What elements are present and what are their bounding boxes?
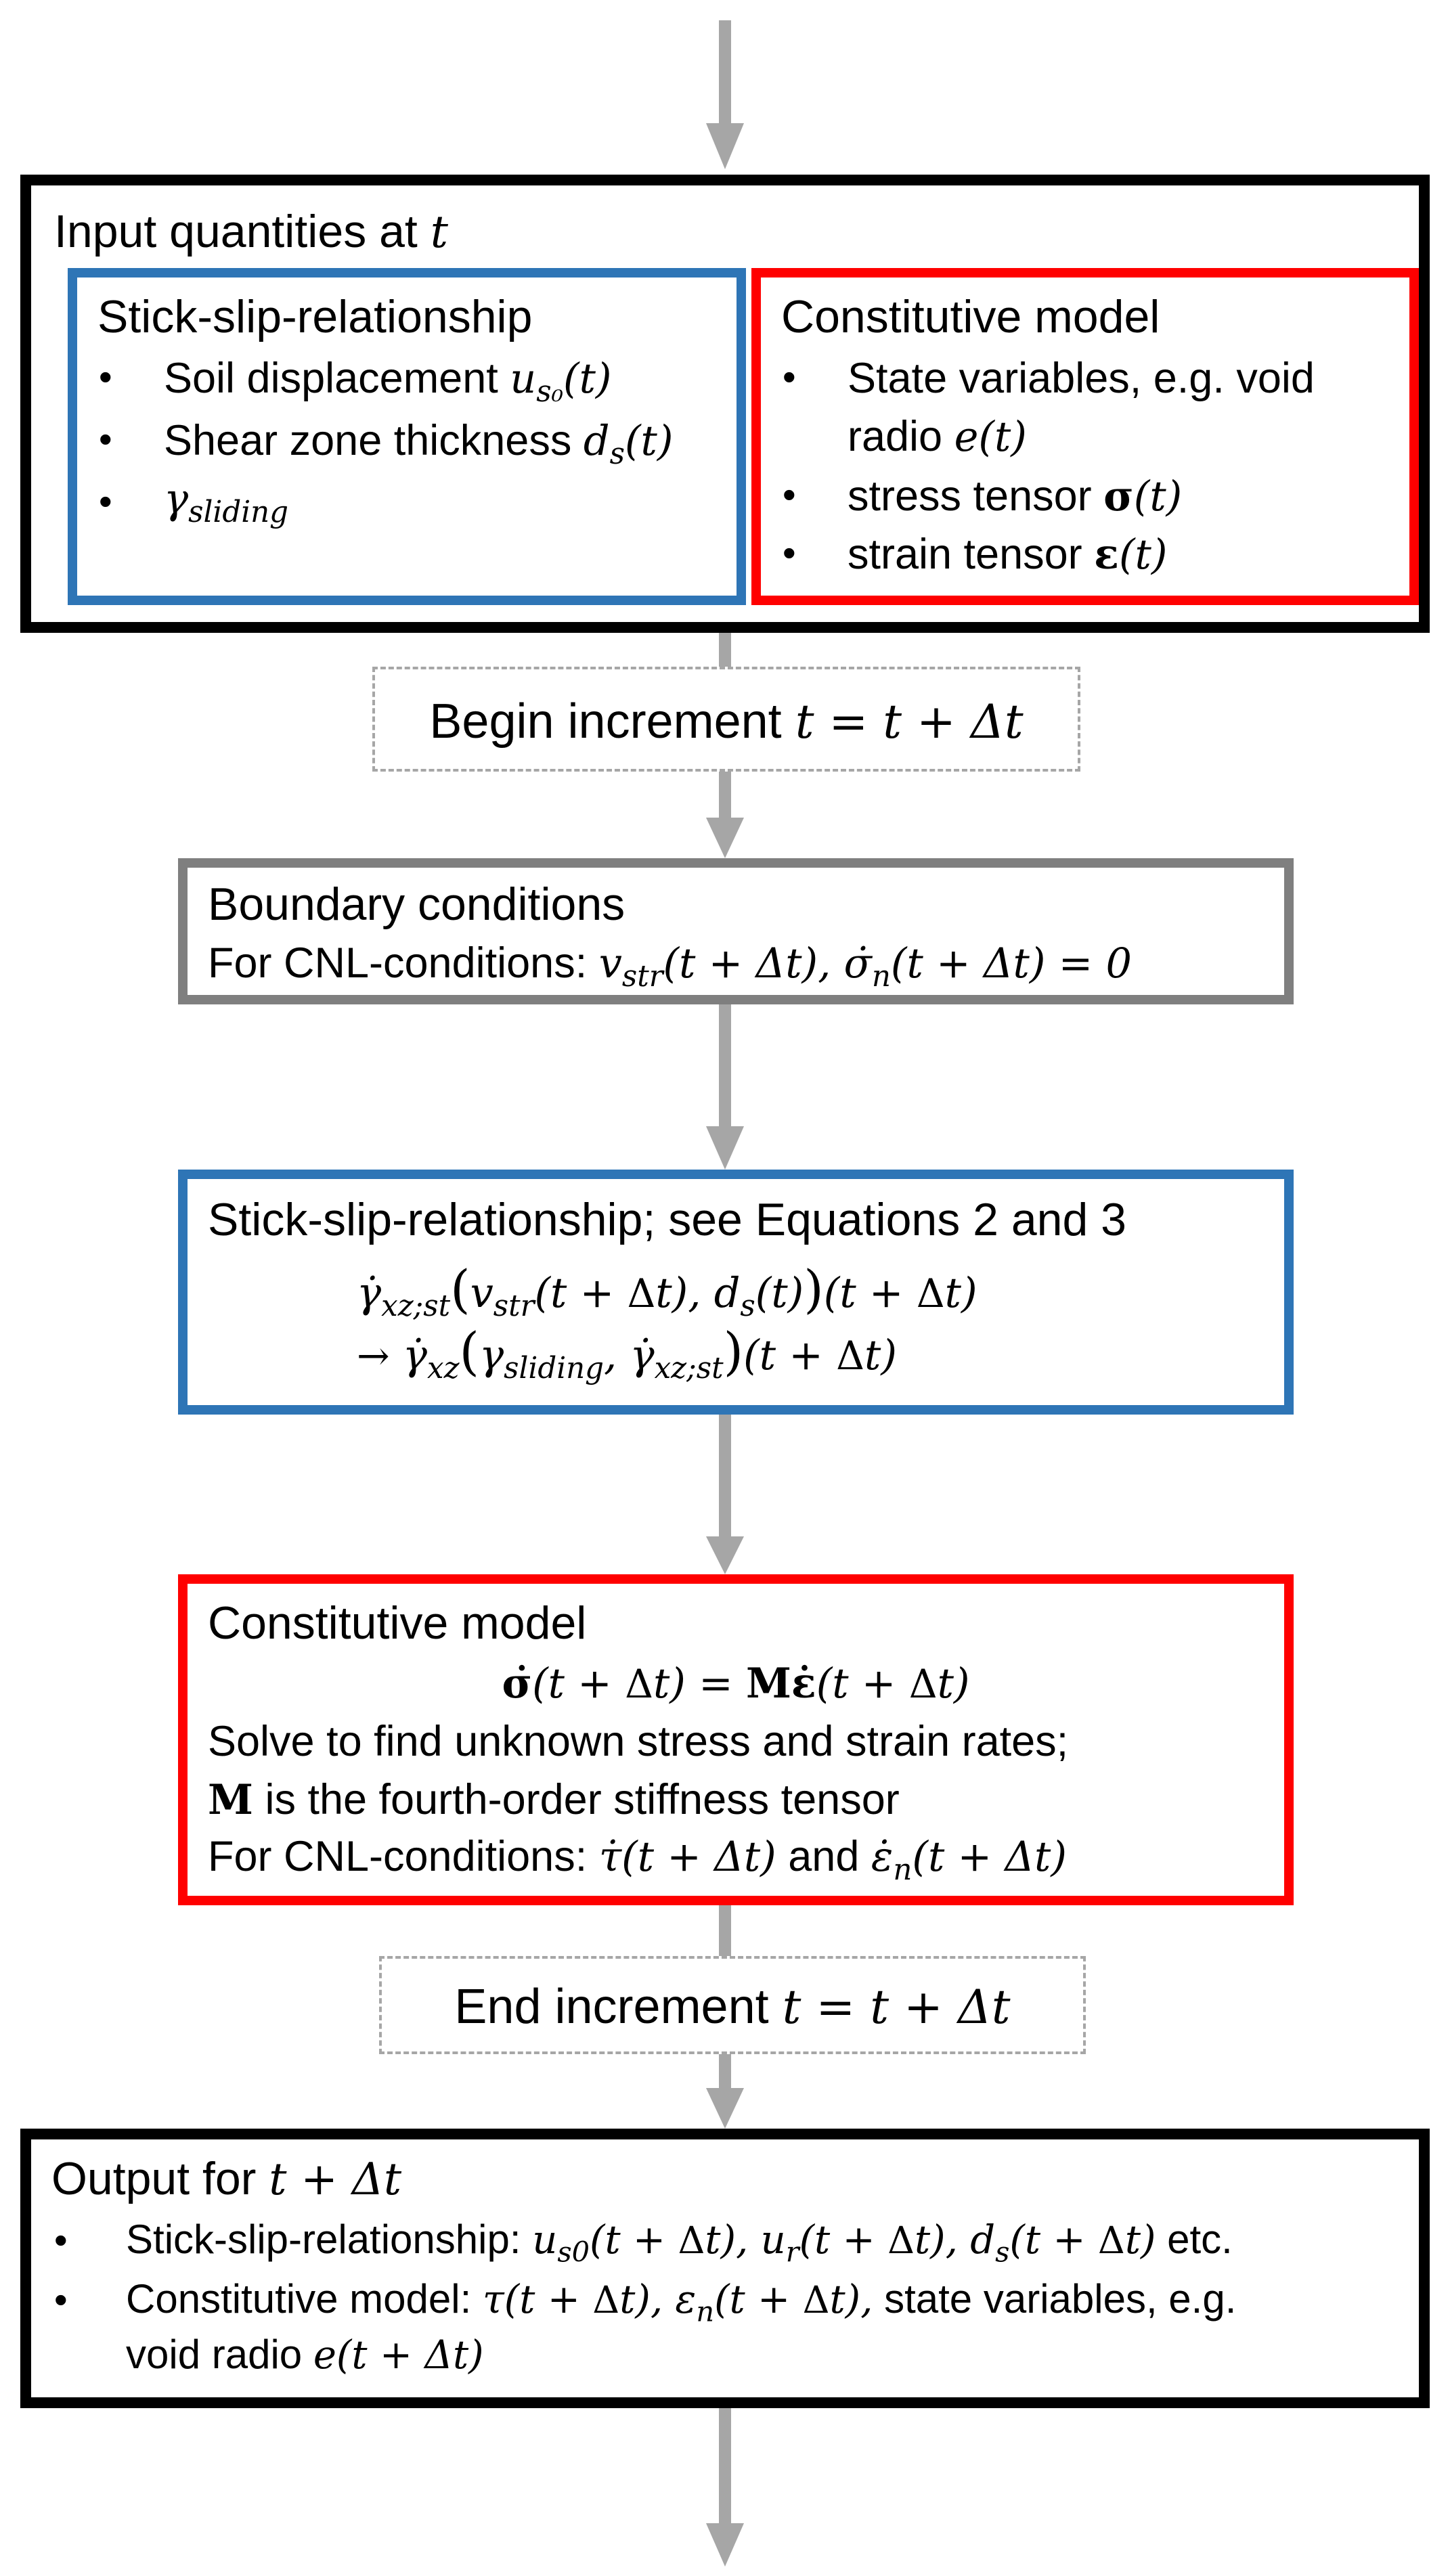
connector-input-begin [719,633,731,667]
boundary-math: vstr(t + Δt), σ̇n(t + Δt) = 0 [598,940,1133,994]
item-math: us₀(t) [510,355,612,409]
line-text: is the fourth-order stiffness tensor [265,1776,900,1823]
label-text: Begin increment [429,694,782,749]
label-math: t = t + Δt [782,1980,1011,2035]
arrowhead-boundary [706,818,744,858]
bullet: • [783,473,796,516]
end-increment-label: End increment t = t + Δt [382,1978,1083,2036]
list-item-state-variables-cont: radio e(t) [848,412,1027,463]
output-item-constitutive-cont: void radio e(t + Δt) [126,2330,484,2379]
constitutive-line2: M is the fourth-order stiffness tensor [208,1775,900,1826]
output-item-stick-slip: Stick-slip-relationship: us0(t + Δt), ur… [126,2217,1233,2269]
connector-constitutive-end [719,1905,731,1956]
constitutive-line3: For CNL-conditions: τ̇(t + Δt) and ε̇n(t… [208,1833,1067,1888]
end-increment-box: End increment t = t + Δt [379,1956,1086,2054]
arrowhead-stickslip [706,1126,744,1170]
list-item-shear-zone: Shear zone thickness ds(t) [164,416,673,472]
arrowhead-output [706,2088,744,2129]
list-item-stress-tensor: stress tensor σ(t) [848,471,1182,523]
stick-slip-eq2: → γ̇xz(γsliding, γ̇xz;st)(t + Δt) [357,1322,897,1386]
input-quantities-box: Input quantities at t Stick-slip-relatio… [20,175,1430,633]
line-prefix: For CNL-conditions: [208,1833,588,1880]
constitutive-input-box: Constitutive model • State variables, e.… [751,268,1419,605]
bullet: • [99,418,112,460]
item-math: (t) [1118,531,1168,579]
connector-begin-boundary [719,772,731,818]
item-math: ds(t) [583,418,674,472]
list-item-soil-displacement: Soil displacement us₀(t) [164,353,612,409]
item-text: void radio [126,2332,303,2377]
connector-top [719,20,731,123]
line-prefix: For CNL-conditions: [208,939,588,987]
arrowhead-constitutive [706,1536,744,1574]
constitutive-heading: Constitutive model [781,291,1160,342]
item-text: Soil displacement [164,355,498,402]
bullet: • [99,355,112,398]
strain-symbol: ε [1094,531,1119,579]
input-title: Input quantities at t [54,204,448,260]
item-prefix: Stick-slip-relationship: [126,2217,521,2262]
connector-stickslip-constitutive [719,1415,731,1536]
connector-boundary-stickslip [719,1004,731,1126]
bullet: • [54,2219,68,2261]
bullet: • [54,2278,68,2321]
item-math: (t) [1133,473,1183,520]
output-box: Output for t + Δt • Stick-slip-relations… [20,2129,1430,2408]
list-item-state-variables: State variables, e.g. void [848,355,1315,402]
connector-bottom [719,2408,731,2523]
stick-slip-main-heading: Stick-slip-relationship; see Equations 2… [208,1194,1126,1245]
stick-slip-heading: Stick-slip-relationship [97,291,533,342]
list-item-strain-tensor: strain tensor ε(t) [848,529,1167,581]
boundary-conditions-box: Boundary conditions For CNL-conditions: … [178,858,1294,1004]
arrowhead-top [706,123,744,169]
output-title-math: t + Δt [269,2154,402,2205]
begin-increment-label: Begin increment t = t + Δt [375,692,1078,751]
output-item-constitutive: Constitutive model: τ(t + Δt), εn(t + Δt… [126,2276,1237,2328]
list-item-gamma-sliding: γsliding [164,474,288,530]
item-prefix: Constitutive model: [126,2276,472,2322]
item-math: e(t) [954,414,1027,461]
item-suffix: state variables, e.g. [884,2276,1237,2322]
begin-increment-box: Begin increment t = t + Δt [372,667,1080,772]
label-text: End increment [454,1980,769,2034]
item-text: radio [848,413,943,460]
boundary-line: For CNL-conditions: vstr(t + Δt), σ̇n(t … [208,938,1132,994]
constitutive-main-heading: Constitutive model [208,1597,587,1649]
item-math: e(t + Δt) [313,2332,484,2378]
input-title-var: t [430,206,448,258]
stick-slip-box: Stick-slip-relationship; see Equations 2… [178,1170,1294,1415]
bullet: • [99,480,112,523]
and-text: and [788,1833,860,1880]
input-title-text: Input quantities at [54,206,418,257]
arrowhead-bottom [706,2523,744,2567]
item-text: stress tensor [848,472,1092,520]
stick-slip-eq1: γ̇xz;st(vstr(t + Δt), ds(t))(t + Δt) [357,1260,977,1324]
output-title-text: Output for [51,2153,257,2204]
stress-symbol: σ [1103,472,1134,520]
boundary-heading: Boundary conditions [208,879,625,930]
bullet: • [783,355,796,398]
item-suffix: etc. [1167,2217,1233,2262]
constitutive-equation: σ̇(t + Δt) = Mε̇(t + Δt) [502,1660,970,1708]
stick-slip-input-box: Stick-slip-relationship • Soil displacem… [68,268,746,605]
item-text: Shear zone thickness [164,417,572,464]
label-math: t = t + Δt [795,695,1024,749]
connector-end-output [719,2054,731,2088]
constitutive-line1: Solve to find unknown stress and strain … [208,1718,1069,1765]
item-math: γsliding [164,476,289,530]
constitutive-model-box: Constitutive model σ̇(t + Δt) = Mε̇(t + … [178,1574,1294,1905]
output-title: Output for t + Δt [51,2152,401,2207]
stiffness-symbol: M [208,1776,253,1824]
bullet: • [783,531,796,574]
item-text: strain tensor [848,531,1082,578]
